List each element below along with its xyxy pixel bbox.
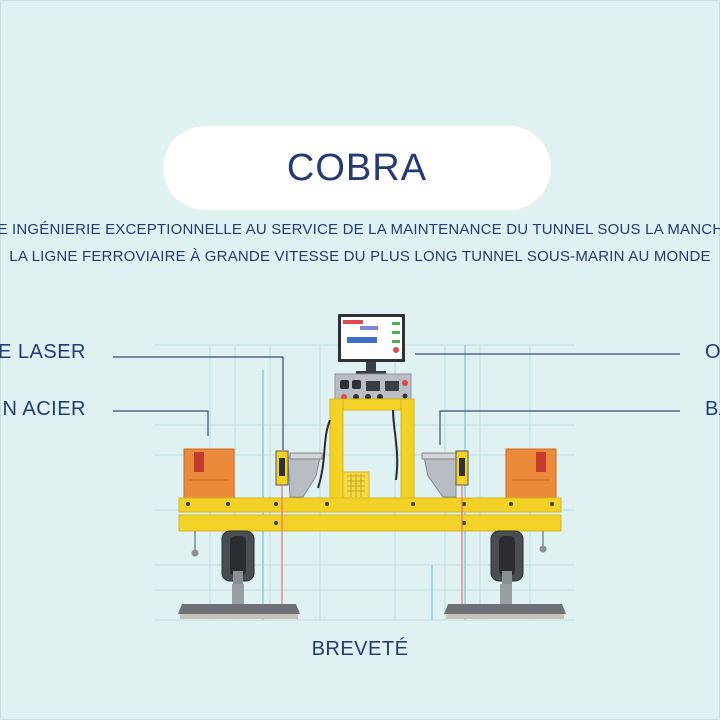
subtitle-line-1: NE INGÉNIERIE EXCEPTIONNELLE AU SERVICE …	[0, 221, 720, 238]
hopper-left	[287, 452, 323, 498]
subtitle-line-2: LA LIGNE FERROVIAIRE À GRANDE VITESSE DU…	[9, 248, 711, 265]
patent-label: BREVETÉ	[311, 638, 409, 660]
hopper-right	[421, 452, 457, 498]
cables	[317, 409, 399, 489]
orange-box-left	[183, 448, 235, 500]
callout-right-bottom: BA	[705, 398, 720, 420]
laser-beams	[281, 485, 463, 605]
plumb-right	[539, 531, 547, 553]
wheel-right	[490, 530, 524, 585]
main-beam	[178, 497, 562, 532]
callout-left-bottom: N ACIER	[2, 398, 86, 420]
support-frame	[329, 398, 415, 500]
callout-left-top: E LASER	[0, 341, 86, 363]
callout-leaders	[113, 353, 680, 450]
beam-rivets	[186, 502, 554, 525]
wheel-left	[221, 530, 255, 585]
plumb-left	[191, 531, 199, 557]
monitor	[338, 314, 405, 374]
rail-left	[178, 584, 300, 619]
basket	[342, 471, 370, 500]
title-banner: COBRA	[163, 126, 551, 210]
rail-right	[444, 584, 566, 619]
orange-box-right	[505, 448, 557, 500]
laser-sensor-right	[455, 450, 469, 486]
callout-right-top: O	[705, 341, 720, 363]
laser-sensor-left	[275, 450, 289, 486]
page-title: COBRA	[286, 146, 428, 189]
